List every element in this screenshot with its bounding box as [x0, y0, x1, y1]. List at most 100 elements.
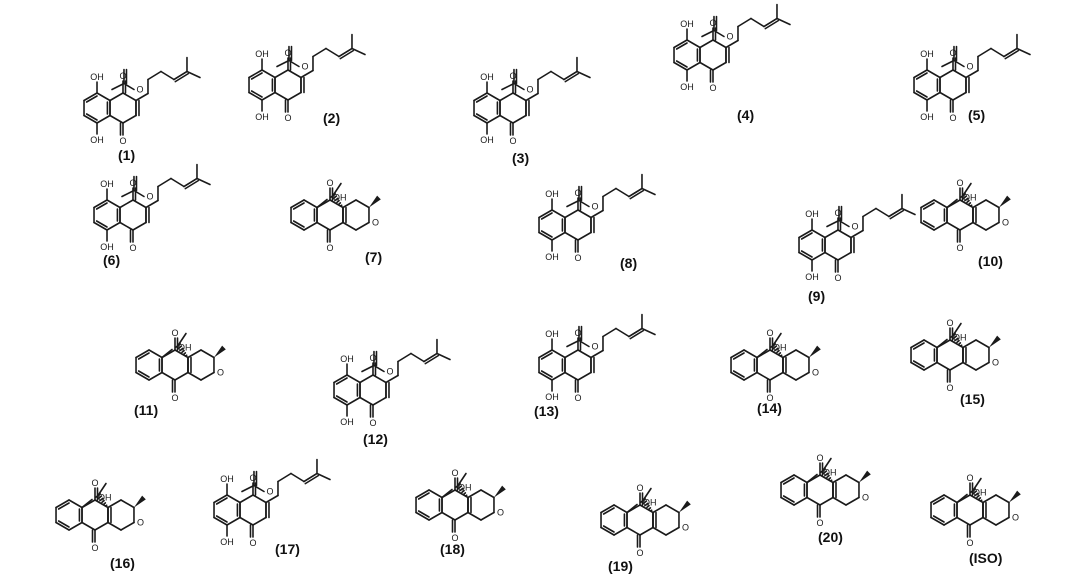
label-4: (4): [737, 107, 754, 123]
label-6: (6): [103, 252, 120, 268]
atom-label: O: [171, 328, 178, 338]
atom-label: O: [91, 478, 98, 488]
atom-label: OH: [220, 537, 234, 547]
label-3: (3): [512, 150, 529, 166]
atom-label: OH: [340, 354, 354, 364]
atom-label: O: [146, 192, 153, 202]
atom-label: O: [949, 113, 956, 123]
label-iso: (ISO): [969, 550, 1002, 566]
atom-label: O: [249, 538, 256, 548]
atom-label: O: [451, 468, 458, 478]
atom-label: O: [949, 48, 956, 58]
atom-label: OH: [90, 135, 104, 145]
atom-label: O: [992, 358, 999, 368]
atom-label: O: [574, 328, 581, 338]
atom-label: OH: [98, 493, 112, 503]
atom-label: OH: [545, 392, 559, 402]
label-19: (19): [608, 558, 633, 574]
label-16: (16): [110, 555, 135, 571]
label-13: (13): [534, 403, 559, 419]
atom-label: O: [284, 113, 291, 123]
label-14: (14): [757, 400, 782, 416]
atom-label: OH: [805, 209, 819, 219]
molecule-drawings: OOOHOHOOOOHOHOOOOHOHOOOOHOHOOOOHOHOOOOHO…: [55, 3, 1031, 558]
atom-label: O: [574, 393, 581, 403]
atom-label: OH: [963, 193, 977, 203]
label-8: (8): [620, 255, 637, 271]
label-7: (7): [365, 249, 382, 265]
atom-label: OH: [973, 488, 987, 498]
atom-label: O: [966, 473, 973, 483]
atom-label: OH: [920, 112, 934, 122]
atom-label: O: [326, 243, 333, 253]
atom-label: O: [966, 538, 973, 548]
atom-label: O: [1012, 513, 1019, 523]
label-1: (1): [118, 147, 135, 163]
atom-label: OH: [805, 272, 819, 282]
label-9: (9): [808, 288, 825, 304]
label-17: (17): [275, 541, 300, 557]
atom-label: O: [217, 368, 224, 378]
atom-label: OH: [545, 329, 559, 339]
label-15: (15): [960, 391, 985, 407]
atom-label: O: [816, 518, 823, 528]
atom-label: OH: [680, 82, 694, 92]
atom-label: O: [1002, 218, 1009, 228]
label-2: (2): [323, 110, 340, 126]
atom-label: O: [451, 533, 458, 543]
atom-label: O: [526, 85, 533, 95]
atom-label: OH: [480, 135, 494, 145]
atom-label: O: [137, 518, 144, 528]
atom-label: OH: [178, 343, 192, 353]
atom-label: O: [956, 178, 963, 188]
atom-label: OH: [920, 49, 934, 59]
atom-label: OH: [680, 19, 694, 29]
atom-label: O: [129, 243, 136, 253]
label-12: (12): [363, 431, 388, 447]
label-11: (11): [134, 402, 158, 418]
atom-label: OH: [220, 474, 234, 484]
atom-label: OH: [90, 72, 104, 82]
label-20: (20): [818, 529, 843, 545]
atom-label: O: [249, 473, 256, 483]
atom-label: OH: [100, 179, 114, 189]
atom-label: O: [574, 188, 581, 198]
atom-label: O: [636, 483, 643, 493]
atom-label: O: [284, 48, 291, 58]
atom-label: O: [574, 253, 581, 263]
atom-label: O: [591, 202, 598, 212]
atom-label: OH: [480, 72, 494, 82]
atom-label: O: [834, 208, 841, 218]
atom-label: O: [119, 71, 126, 81]
atom-label: OH: [773, 343, 787, 353]
atom-label: O: [726, 32, 733, 42]
atom-label: O: [946, 318, 953, 328]
atom-label: O: [129, 178, 136, 188]
atom-label: OH: [255, 112, 269, 122]
compound-labels: (1) (2) (3) (4) (5) (6) (7) (8) (9) (10)…: [103, 107, 1003, 574]
atom-label: OH: [255, 49, 269, 59]
atom-label: O: [301, 62, 308, 72]
atom-label: O: [812, 368, 819, 378]
atom-label: O: [862, 493, 869, 503]
atom-label: O: [509, 71, 516, 81]
label-18: (18): [440, 541, 465, 557]
atom-label: O: [369, 418, 376, 428]
